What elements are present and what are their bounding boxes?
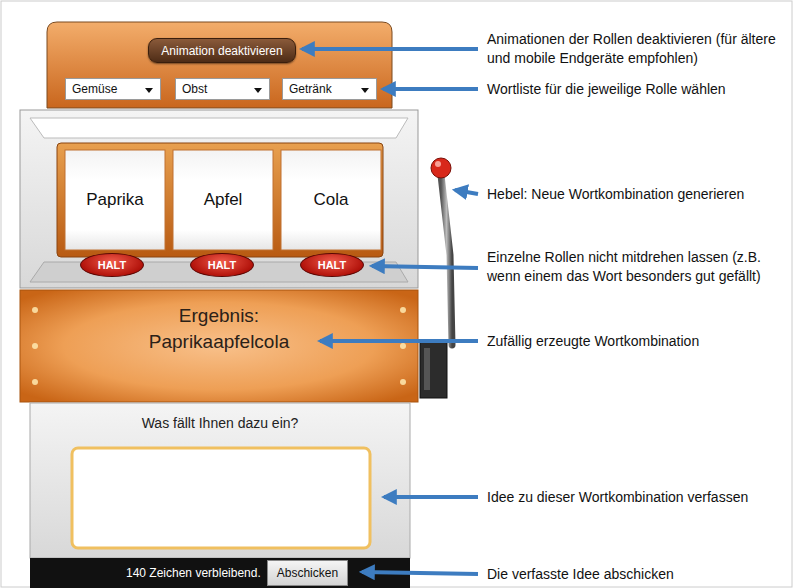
top-panel xyxy=(47,22,392,108)
node-text: Cola xyxy=(314,190,349,210)
light xyxy=(400,343,406,349)
node-text: HALT xyxy=(318,259,347,271)
light xyxy=(32,379,38,385)
light xyxy=(400,379,406,385)
reel: Cola xyxy=(281,150,381,250)
knob-highlight xyxy=(435,161,441,167)
idea-textarea xyxy=(72,448,370,548)
callout-arrow xyxy=(372,266,478,268)
reel-window xyxy=(173,150,273,250)
node-text: Getränk xyxy=(289,82,332,96)
callout-arrow xyxy=(362,572,478,574)
node-text: Gemüse xyxy=(72,82,117,96)
prompt-panel: Was fällt Ihnen dazu ein? xyxy=(30,408,410,438)
input-panel xyxy=(30,403,410,558)
annotation-text: Idee zu dieser Wortkombination verfassen xyxy=(487,488,787,507)
annotation-text: Einzelne Rollen nicht mitdrehen lassen (… xyxy=(487,248,787,286)
result-panel-bg xyxy=(20,290,418,402)
annotation-text: Die verfasste Idee abschicken xyxy=(487,565,787,584)
reel-housing xyxy=(20,110,418,288)
lever-rod xyxy=(441,175,452,345)
node-text: 140 Zeichen verbleibend. xyxy=(126,566,261,580)
submit-button: Abschicken xyxy=(267,560,348,586)
annotation-text: Animationen der Rollen deaktivieren (für… xyxy=(487,30,787,68)
light xyxy=(32,307,38,313)
callout-arrow xyxy=(383,87,478,91)
word-list-select: Gemüse xyxy=(65,78,161,100)
node-text: Paprika xyxy=(86,190,144,210)
light xyxy=(32,343,38,349)
status-bar: 140 Zeichen verbleibend. Abschicken xyxy=(30,558,410,588)
node-text: Ergebnis: xyxy=(179,303,259,329)
node-text: Was fällt Ihnen dazu ein? xyxy=(142,415,299,431)
halt-button: HALT xyxy=(190,253,254,277)
lever-base xyxy=(420,340,447,398)
housing-bevel xyxy=(30,118,408,138)
callout-arrow xyxy=(455,190,478,194)
node-text: HALT xyxy=(98,259,127,271)
result-panel: Ergebnis:Paprikaapfelcola xyxy=(40,296,398,362)
node-text: Paprikaapfelcola xyxy=(149,329,289,355)
node-text: HALT xyxy=(208,259,237,271)
word-list-select: Obst xyxy=(175,78,270,100)
annotation-text: Wortliste für die jeweilige Rolle wählen xyxy=(487,80,787,99)
annotation-text: Zufällig erzeugte Wortkombination xyxy=(487,332,787,351)
reel-window xyxy=(281,150,381,250)
reel-window xyxy=(65,150,165,250)
node-text: Animation deaktivieren xyxy=(161,44,282,58)
reel-frame xyxy=(57,143,383,257)
toggle-button: Animation deaktivieren xyxy=(148,38,296,63)
node-text: Abschicken xyxy=(277,566,338,580)
lever-knob xyxy=(431,158,451,178)
node-text: Apfel xyxy=(204,190,243,210)
callout-arrow xyxy=(384,495,478,499)
node-text: Obst xyxy=(182,82,207,96)
lever-base-detail xyxy=(424,348,430,390)
status-bar-bg xyxy=(30,558,410,588)
halt-button: HALT xyxy=(80,253,144,277)
word-list-select: Getränk xyxy=(282,78,377,100)
annotation-text: Hebel: Neue Wortkombination generieren xyxy=(487,185,787,204)
reel: Apfel xyxy=(173,150,273,250)
callout-arrow xyxy=(302,47,478,51)
reel: Paprika xyxy=(65,150,165,250)
light xyxy=(400,307,406,313)
halt-button: HALT xyxy=(300,253,364,277)
callout-arrow xyxy=(320,339,478,343)
